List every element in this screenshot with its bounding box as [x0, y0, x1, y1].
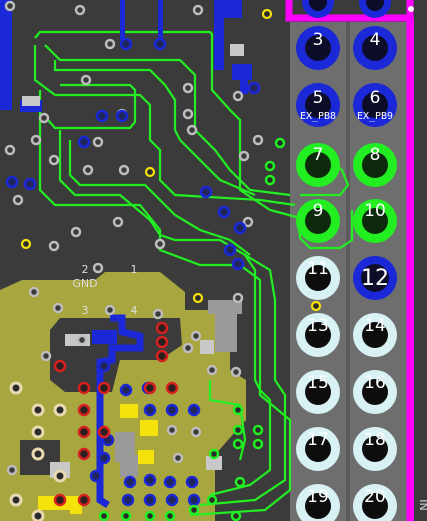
svg-text:13: 13 [307, 316, 329, 336]
header-pin-4: 4 [353, 26, 397, 70]
header-pin-15: 15 [296, 370, 340, 414]
header-panel-divider [346, 22, 350, 521]
svg-text:15: 15 [307, 373, 329, 393]
header-pin-6: 6 EX_PB9 [353, 83, 397, 127]
header-pin-13: 13 [296, 313, 340, 357]
cream-pads [9, 381, 67, 521]
svg-text:5: 5 [313, 88, 324, 108]
grey-pads [22, 44, 244, 478]
svg-text:3: 3 [313, 30, 324, 50]
yellow-vias [20, 8, 322, 312]
svg-text:19: 19 [307, 487, 329, 507]
green-vias [98, 137, 286, 521]
svg-text:8: 8 [370, 145, 381, 165]
header-pin-20: 20 [353, 484, 397, 521]
header-pin-11: 11 [296, 256, 340, 300]
svg-text:16: 16 [364, 373, 386, 393]
svg-text:17: 17 [307, 430, 329, 450]
svg-text:EX_PB9: EX_PB9 [357, 111, 393, 122]
header-pin-7: 7 [296, 143, 340, 187]
edge-text: IN [417, 499, 427, 510]
svg-text:9: 9 [313, 201, 324, 221]
silk-pin-4: 4 [131, 304, 138, 317]
board-edge-right [407, 18, 414, 521]
svg-text:4: 4 [370, 30, 381, 50]
edge-marker [408, 6, 414, 12]
header-pin-12: 12 [353, 256, 397, 300]
vias [4, 0, 264, 476]
silk-pin-2: 2 [82, 263, 89, 276]
silk-gnd: GND [72, 277, 97, 290]
header-pin-3: 3 [296, 26, 340, 70]
blue-vias [5, 37, 261, 507]
header-pin-10: 10 [353, 199, 397, 243]
svg-text:EX_PB8: EX_PB8 [300, 111, 336, 122]
header-pin-14: 14 [353, 313, 397, 357]
header-pin-17: 17 [296, 427, 340, 471]
header-pin-9: 9 [296, 199, 340, 243]
svg-text:7: 7 [313, 145, 324, 165]
header-pin-16: 16 [353, 370, 397, 414]
header-pin-18: 18 [353, 427, 397, 471]
svg-text:14: 14 [364, 316, 386, 336]
silk-pin-3: 3 [82, 304, 89, 317]
svg-text:11: 11 [307, 259, 329, 279]
blue-copper [0, 0, 252, 508]
svg-text:10: 10 [364, 201, 386, 221]
svg-text:18: 18 [364, 430, 386, 450]
header-pin-19: 19 [296, 484, 340, 521]
header-pin-8: 8 [353, 143, 397, 187]
svg-text:6: 6 [370, 88, 381, 108]
silk-pin-1: 1 [131, 263, 138, 276]
svg-text:12: 12 [361, 266, 389, 291]
header-top-partial [302, 0, 391, 18]
svg-text:20: 20 [364, 487, 386, 507]
header-pin-5: 5 EX_PB8 [296, 83, 340, 127]
red-vias [53, 321, 179, 507]
